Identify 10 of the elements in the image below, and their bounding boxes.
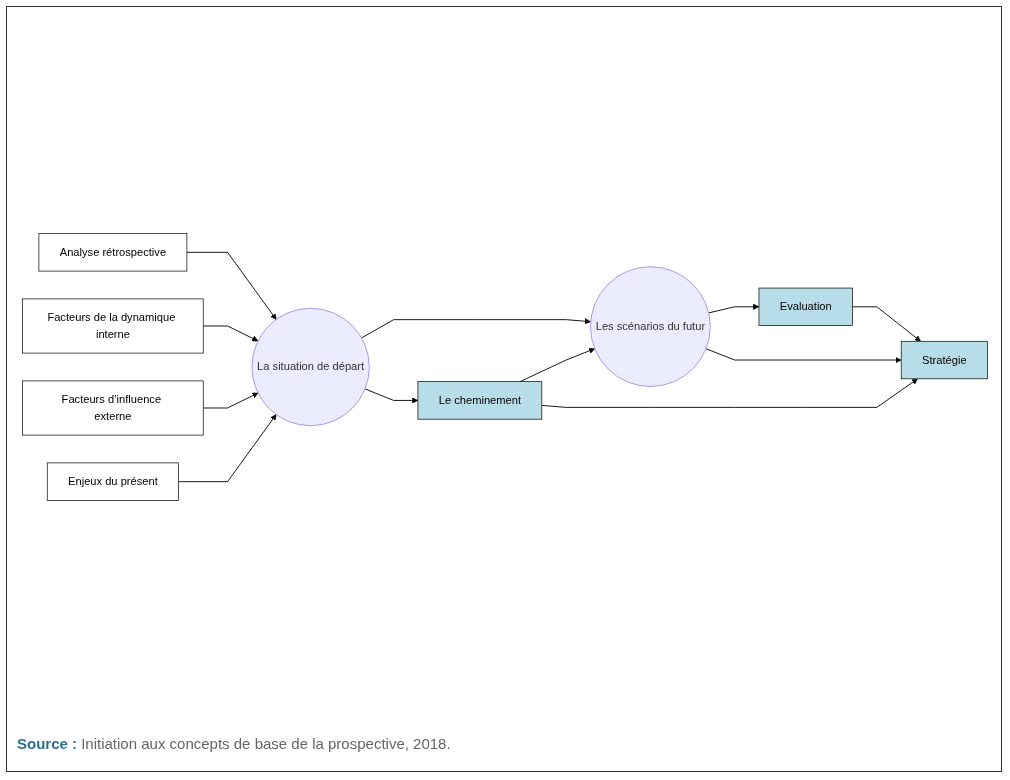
node-box: Stratégie	[900, 340, 988, 380]
node-box: Facteurs d’influence externe	[22, 380, 204, 436]
node-box: Le cheminement	[417, 381, 543, 420]
caption: Source : Initiation aux concepts de base de la prospective, 2018.	[17, 735, 451, 752]
node-box: Enjeux du présent	[46, 462, 179, 501]
node-box: Evaluation	[758, 287, 853, 326]
node-box: Analyse rétrospective	[38, 233, 188, 272]
node-box: Facteurs de la dynamique interne	[22, 298, 204, 354]
node-circle: Les scénarios du futur	[590, 266, 711, 387]
node-circle: La situation de départ	[251, 307, 370, 427]
